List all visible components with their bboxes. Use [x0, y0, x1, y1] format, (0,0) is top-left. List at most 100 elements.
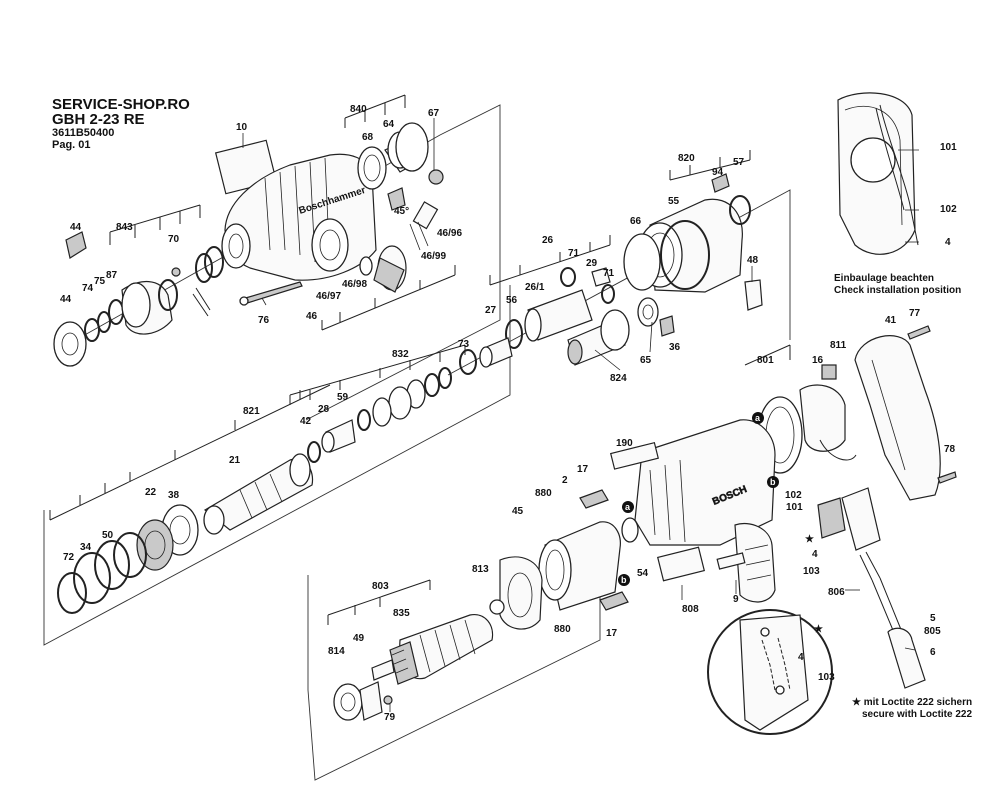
badge-a-1: a	[755, 413, 761, 423]
part-label: 10	[236, 122, 248, 133]
part-label: 101	[786, 502, 803, 513]
part-label: 46/98	[342, 279, 367, 290]
part-label: 843	[116, 222, 133, 233]
chuck-parts-843	[53, 267, 211, 367]
part-label: 880	[535, 488, 552, 499]
part-label: 17	[606, 628, 618, 639]
install-detail-top	[837, 92, 919, 255]
part-label: 49	[353, 633, 365, 644]
part-label: 26	[542, 235, 554, 246]
part-label: 46	[306, 311, 318, 322]
part-label: 44	[70, 222, 82, 233]
part-label: 48	[747, 255, 759, 266]
motor-housing: BOSCH	[634, 419, 776, 603]
part-label: 840	[350, 104, 367, 115]
part-label: 55	[668, 196, 680, 207]
part-label: 28	[318, 404, 330, 415]
install-detail-bottom	[707, 609, 833, 735]
intermediate-shaft-824	[567, 309, 630, 366]
part-label: 190	[616, 438, 633, 449]
part-label: 2	[562, 475, 568, 486]
part-label: 64	[383, 119, 395, 130]
bearing-36-65	[637, 297, 675, 337]
part-label: 4	[812, 549, 818, 560]
label-190	[609, 441, 659, 470]
cable-805	[871, 577, 926, 689]
part-label: 78	[944, 444, 956, 455]
part-label: 29	[586, 258, 598, 269]
part-label: 808	[682, 604, 699, 615]
part-label: 46/99	[421, 251, 446, 262]
part-label: 16	[812, 355, 824, 366]
clip-small	[387, 187, 406, 211]
combination-brackets	[49, 94, 791, 625]
part-label: 65	[640, 355, 652, 366]
star-mark-2: ★	[814, 624, 823, 635]
part-label: 811	[830, 340, 847, 351]
part-label: 94	[712, 167, 724, 178]
dust-cap-44a	[65, 231, 87, 259]
bearing-813	[489, 599, 505, 615]
part-label: 87	[106, 270, 118, 281]
part-label: 57	[733, 157, 745, 168]
oring-a	[204, 246, 224, 278]
part-label: 102	[785, 490, 802, 501]
install-note-en: Check installation position	[834, 285, 962, 296]
part-label: 71	[603, 268, 615, 279]
part-label: 76	[258, 315, 270, 326]
model-title: GBH 2-23 RE	[52, 111, 145, 128]
part-label: 820	[678, 153, 695, 164]
part-label: 835	[393, 608, 410, 619]
part-label: 813	[472, 564, 489, 575]
part-label: 42	[300, 416, 312, 427]
part-label: 46/97	[316, 291, 341, 302]
oring-b	[195, 253, 213, 283]
armature-803	[371, 613, 494, 685]
screw-76	[241, 281, 303, 305]
label-808	[656, 546, 706, 582]
bearing-assembly-840	[357, 122, 444, 190]
badge-b-1: b	[770, 477, 776, 487]
part-label: 75	[94, 276, 106, 287]
part-label: 45	[512, 506, 524, 517]
part-label: 77	[909, 308, 921, 319]
part-label: 66	[630, 216, 642, 227]
loctite-note-en: secure with Loctite 222	[862, 709, 973, 720]
frame-motor	[307, 545, 601, 781]
part-label: 21	[229, 455, 241, 466]
part-label: 814	[328, 646, 345, 657]
part-label: 832	[392, 349, 409, 360]
part-label: 27	[485, 305, 497, 316]
part-label: 801	[757, 355, 774, 366]
part-code: 3611B50400	[52, 127, 115, 139]
part-label: 26/1	[525, 282, 545, 293]
part-label: 38	[168, 490, 180, 501]
part-label: 17	[577, 464, 589, 475]
part-label: 70	[168, 234, 180, 245]
part-label: 803	[372, 581, 389, 592]
part-label: 6	[930, 647, 936, 658]
tube-assembly-832	[307, 349, 477, 463]
gear-housing-820	[623, 173, 763, 311]
part-label: 824	[610, 373, 627, 384]
part-label: 103	[818, 672, 835, 683]
part-label: 22	[145, 487, 157, 498]
part-label: 67	[428, 108, 440, 119]
fan-baffle-45	[499, 556, 543, 630]
gear-housing: Boschhammer	[221, 153, 377, 281]
part-label: 68	[362, 132, 374, 143]
part-label: 9	[733, 594, 739, 605]
screw-77	[907, 325, 931, 340]
part-label: 5	[930, 613, 936, 624]
shop-title: SERVICE-SHOP.RO	[52, 96, 190, 113]
handle-41	[854, 325, 957, 501]
part-label: 103	[803, 566, 820, 577]
frame-tube	[43, 285, 511, 646]
spindle-group-26	[479, 267, 615, 368]
part-label: 44	[60, 294, 72, 305]
part-label: 821	[243, 406, 260, 417]
loctite-note-de: ★ mit Loctite 222 sichern	[852, 697, 973, 708]
part-label: 34	[80, 542, 92, 553]
part-label: 41	[885, 315, 897, 326]
angle-degree: 45°	[394, 206, 409, 217]
